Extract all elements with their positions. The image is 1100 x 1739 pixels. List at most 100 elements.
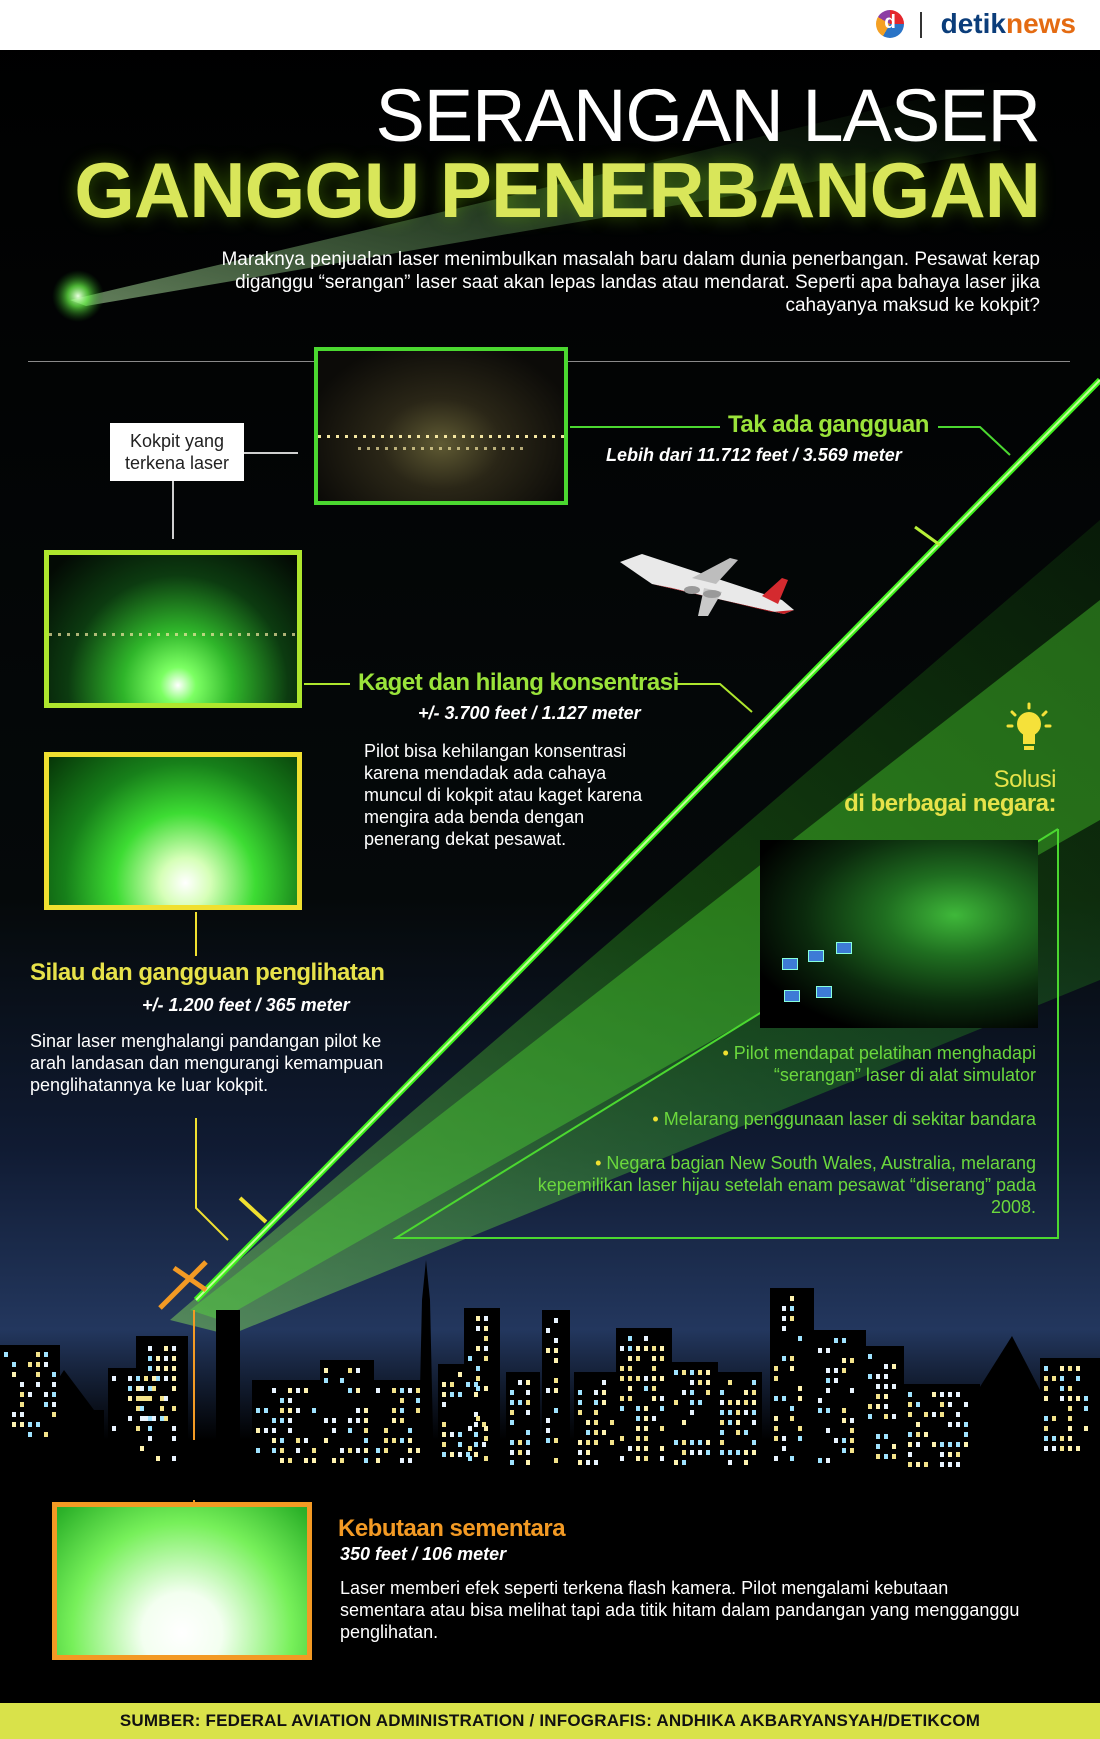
window-light	[940, 1442, 944, 1447]
window-light	[892, 1364, 896, 1369]
window-light	[628, 1356, 632, 1361]
window-light	[948, 1422, 952, 1427]
pilot-simulator-photo	[760, 840, 1038, 1028]
window-light	[526, 1390, 530, 1395]
window-light	[594, 1430, 598, 1435]
window-light	[682, 1450, 686, 1455]
window-light	[164, 1376, 168, 1381]
window-light	[842, 1438, 846, 1443]
window-light	[400, 1458, 404, 1463]
window-light	[408, 1428, 412, 1433]
window-light	[400, 1408, 404, 1413]
window-light	[736, 1410, 740, 1415]
window-light	[1084, 1426, 1088, 1431]
window-light	[602, 1400, 606, 1405]
window-light	[280, 1408, 284, 1413]
window-light	[818, 1408, 822, 1413]
window-light	[458, 1392, 462, 1397]
window-light	[128, 1386, 132, 1391]
window-light	[782, 1396, 786, 1401]
window-light	[682, 1390, 686, 1395]
window-light	[578, 1410, 582, 1415]
window-light	[940, 1462, 944, 1467]
brand-bar: d detiknews	[0, 0, 1100, 50]
window-light	[752, 1410, 756, 1415]
stage3-description: Sinar laser menghalangi pandangan pilot …	[30, 1031, 384, 1095]
window-light	[706, 1450, 710, 1455]
window-light	[578, 1460, 582, 1465]
window-light	[356, 1388, 360, 1393]
window-light	[392, 1438, 396, 1443]
window-light	[128, 1396, 132, 1401]
window-light	[172, 1346, 176, 1351]
window-light	[12, 1362, 16, 1367]
stage2-heading: Kaget dan hilang konsentrasi	[358, 669, 679, 696]
window-light	[392, 1408, 396, 1413]
window-light	[610, 1420, 614, 1425]
window-light	[324, 1418, 328, 1423]
window-light	[964, 1442, 968, 1447]
title-line-2: GANGGU PENERBANGAN	[74, 146, 1041, 234]
window-light	[628, 1386, 632, 1391]
window-light	[332, 1428, 336, 1433]
window-light	[916, 1422, 920, 1427]
window-light	[172, 1366, 176, 1371]
window-light	[136, 1406, 140, 1411]
window-light	[364, 1458, 368, 1463]
bullet-dot: •	[722, 1043, 734, 1063]
window-light	[376, 1448, 380, 1453]
window-light	[164, 1416, 168, 1421]
window-light	[948, 1442, 952, 1447]
window-light	[674, 1460, 678, 1465]
window-light	[112, 1426, 116, 1431]
window-light	[304, 1458, 308, 1463]
window-light	[280, 1438, 284, 1443]
window-light	[842, 1448, 846, 1453]
window-light	[826, 1368, 830, 1373]
window-light	[510, 1450, 514, 1455]
solutions-title-line-2: di berbagai negara:	[844, 790, 1056, 817]
window-light	[884, 1434, 888, 1439]
window-light	[782, 1306, 786, 1311]
window-light	[12, 1372, 16, 1377]
window-light	[876, 1434, 880, 1439]
skyline-windows	[4, 1296, 1088, 1467]
laser-beam-core	[195, 379, 1100, 1301]
window-light	[644, 1426, 648, 1431]
window-light	[510, 1390, 514, 1395]
window-light	[364, 1418, 368, 1423]
window-light	[652, 1346, 656, 1351]
window-light	[450, 1432, 454, 1437]
window-light	[36, 1362, 40, 1367]
window-light	[744, 1400, 748, 1405]
window-light	[416, 1408, 420, 1413]
window-light	[526, 1410, 530, 1415]
window-light	[288, 1458, 292, 1463]
window-light	[752, 1450, 756, 1455]
window-light	[450, 1452, 454, 1457]
window-light	[148, 1436, 152, 1441]
window-light	[416, 1398, 420, 1403]
window-light	[148, 1416, 152, 1421]
window-light	[620, 1346, 624, 1351]
window-light	[698, 1440, 702, 1445]
window-light	[884, 1454, 888, 1459]
window-light	[660, 1396, 664, 1401]
window-light	[474, 1382, 478, 1387]
window-light	[908, 1462, 912, 1467]
window-light	[948, 1402, 952, 1407]
window-light	[790, 1416, 794, 1421]
window-light	[720, 1410, 724, 1415]
window-light	[660, 1456, 664, 1461]
window-light	[940, 1412, 944, 1417]
window-light	[782, 1446, 786, 1451]
window-light	[156, 1456, 160, 1461]
window-light	[160, 1416, 164, 1421]
window-light	[272, 1438, 276, 1443]
window-light	[586, 1450, 590, 1455]
window-light	[546, 1428, 550, 1433]
window-light	[484, 1426, 488, 1431]
window-light	[892, 1414, 896, 1419]
window-light	[652, 1396, 656, 1401]
window-light	[136, 1386, 140, 1391]
